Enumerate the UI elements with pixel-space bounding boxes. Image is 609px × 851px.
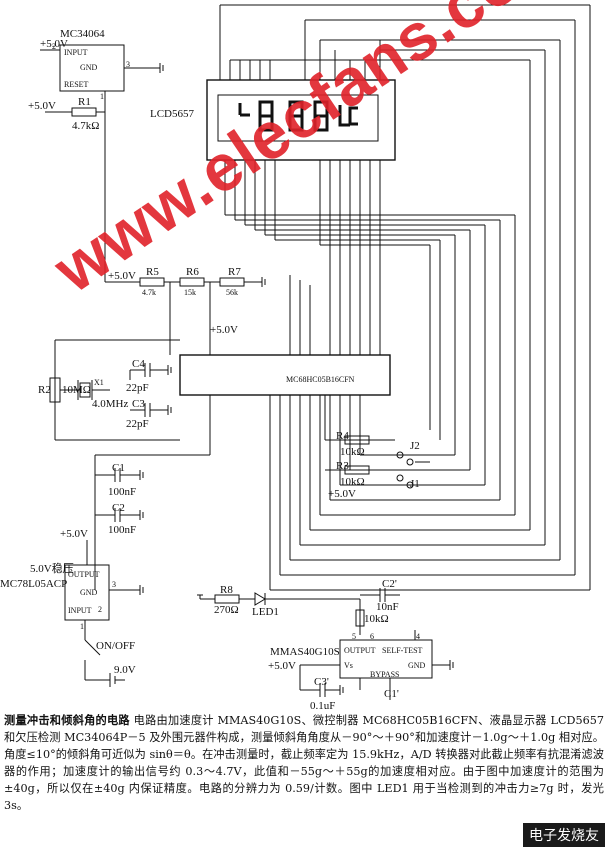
- r7-label: R7: [228, 266, 241, 278]
- accel-gnd: GND: [408, 661, 426, 670]
- x1-label: X1: [94, 378, 104, 387]
- c3p-value: 0.1uF: [310, 700, 336, 712]
- c4-value: 22pF: [126, 382, 149, 394]
- accel-selftest: SELF-TEST: [382, 646, 423, 655]
- accel-name: MMAS40G10S: [270, 646, 340, 658]
- r4-value: 10kΩ: [340, 446, 365, 458]
- regulator-input: INPUT: [68, 606, 92, 615]
- regulator-name: MC78L05ACP: [0, 578, 68, 590]
- c3-label: C3: [132, 398, 145, 410]
- r6-value: 15k: [184, 288, 196, 297]
- regulator-pin2: 2: [98, 605, 102, 614]
- regulator-output: OUTPUT: [68, 570, 100, 579]
- supply-label: +5.0V: [28, 100, 56, 112]
- r4-label: R4: [336, 430, 349, 442]
- r8-value: 270Ω: [214, 604, 239, 616]
- battery-label: 9.0V: [114, 664, 136, 676]
- regulator-pin1: 1: [80, 622, 84, 631]
- accel-pin4: 4: [416, 632, 420, 641]
- c1-value: 100nF: [108, 486, 137, 498]
- mc34064-pin2: 2: [52, 42, 56, 51]
- supply-label: +5.0V: [60, 528, 88, 540]
- accel-pin6: 6: [370, 632, 374, 641]
- supply-label: +5.0V: [40, 38, 68, 50]
- r5-value: 4.7k: [142, 288, 156, 297]
- c2p-label: C2': [382, 578, 397, 590]
- c2-label: C2: [112, 502, 125, 514]
- regulator-gnd: GND: [80, 588, 98, 597]
- regulator-pin3: 3: [112, 580, 116, 589]
- r6-label: R6: [186, 266, 199, 278]
- mc34064-name: MC34064: [60, 28, 105, 40]
- j2-label: J2: [410, 440, 420, 452]
- switch-label: ON/OFF: [96, 640, 136, 652]
- supply-label: +5.0V: [268, 660, 296, 672]
- caption-body: 电路由加速度计 MMAS40G10S、微控制器 MC68HC05B16CFN、液…: [4, 714, 604, 812]
- c3-value: 22pF: [126, 418, 149, 430]
- j1-label: J1: [410, 478, 420, 490]
- accel-pin5: 5: [352, 632, 356, 641]
- r1-label: R1: [78, 96, 91, 108]
- r3-label: R3: [336, 460, 349, 472]
- r7-value: 56k: [226, 288, 238, 297]
- mc34064-pin1: 1: [100, 92, 104, 101]
- caption-title: 测量冲击和倾斜角的电路: [4, 714, 130, 727]
- mcu-mc68hc05-chip: [179, 354, 391, 396]
- c3p-label: C3': [314, 676, 329, 688]
- regulator-label: 5.0V稳压: [30, 563, 74, 575]
- accel-bypass: BYPASS: [370, 670, 400, 679]
- accel-vs: Vs: [344, 661, 353, 670]
- mc34064-gnd: GND: [80, 63, 98, 72]
- supply-label: +5.0V: [108, 270, 136, 282]
- c2-value: 100nF: [108, 524, 137, 536]
- led-label: LED1: [252, 606, 279, 618]
- c2p-value: 10nF: [376, 601, 399, 613]
- supply-label: +5.0V: [210, 324, 238, 336]
- watermark-corner: 电子发烧友: [523, 823, 605, 847]
- c4-label: C4: [132, 358, 145, 370]
- r1-value: 4.7kΩ: [72, 120, 100, 132]
- c1p-label: C1': [384, 688, 399, 700]
- c1-label: C1: [112, 462, 125, 474]
- lcd5657-display: [206, 79, 396, 161]
- lcd-name: LCD5657: [150, 108, 194, 120]
- accelerometer-chip: [339, 639, 433, 679]
- mcu-name: MC68HC05B16CFN: [286, 375, 355, 384]
- mc34064-reset: RESET: [64, 80, 89, 89]
- mc34064-pin3: 3: [126, 60, 130, 69]
- x1-value: 4.0MHz: [92, 398, 129, 410]
- r10k-value: 10kΩ: [364, 613, 389, 625]
- supply-label: +5.0V: [328, 488, 356, 500]
- r2-value: 10MΩ: [62, 384, 91, 396]
- r8-label: R8: [220, 584, 233, 596]
- r2-label: R2: [38, 384, 51, 396]
- accel-output: OUTPUT: [344, 646, 376, 655]
- figure-caption: 测量冲击和倾斜角的电路 电路由加速度计 MMAS40G10S、微控制器 MC68…: [4, 712, 604, 814]
- mc34064-input: INPUT: [64, 48, 88, 57]
- r3-value: 10kΩ: [340, 476, 365, 488]
- r5-label: R5: [146, 266, 159, 278]
